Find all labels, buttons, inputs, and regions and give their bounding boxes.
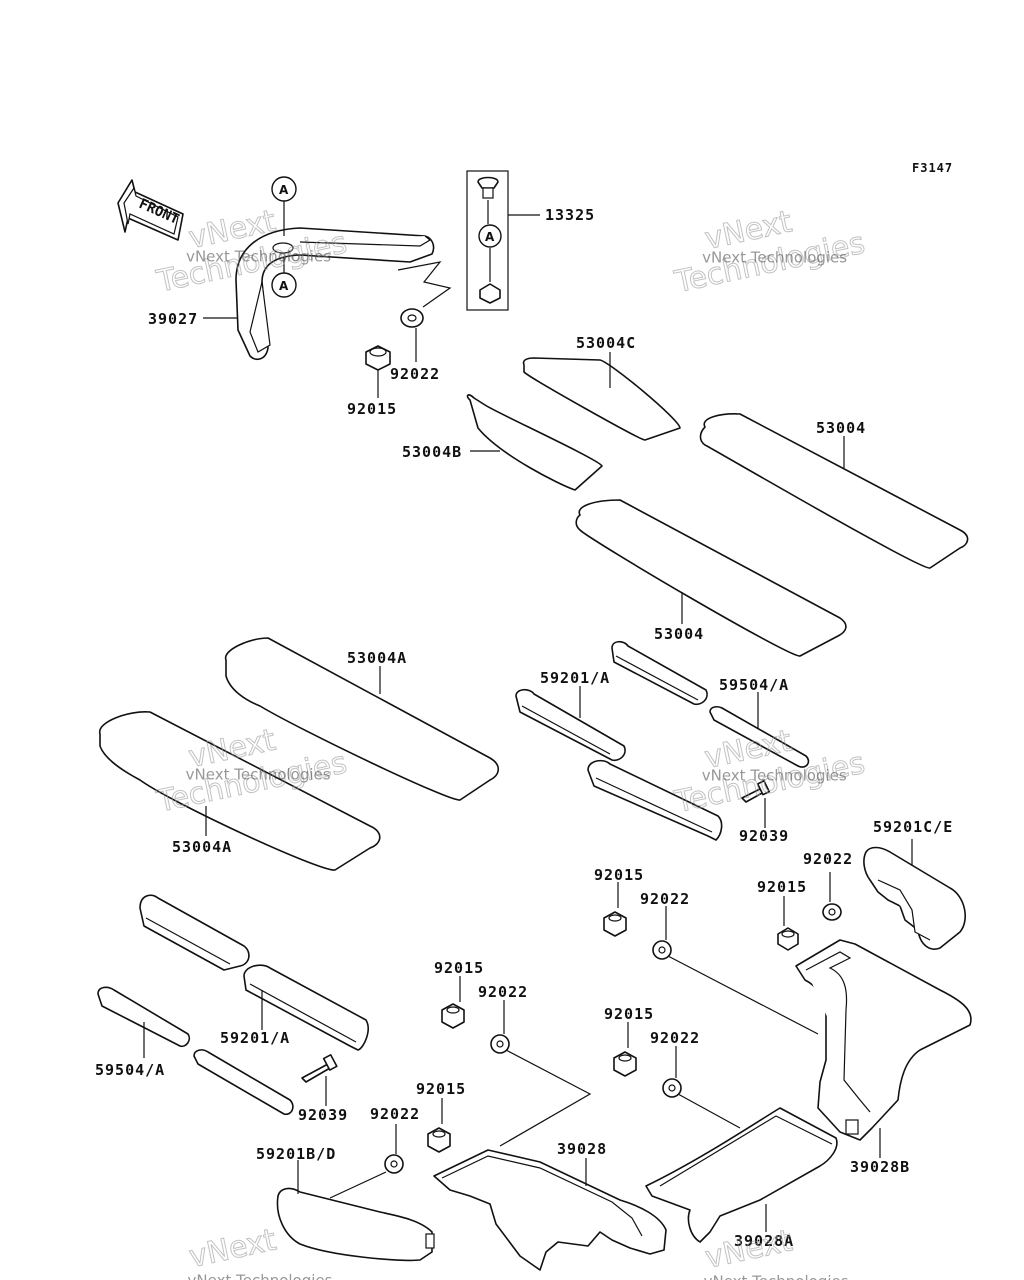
- label-92022-top: 92022: [390, 365, 440, 383]
- part-13325-set: A: [466, 170, 509, 311]
- label-92022-r1: 92022: [803, 850, 853, 868]
- label-39028A: 39028A: [734, 1232, 794, 1250]
- svg-text:vNext: vNext: [702, 1223, 795, 1276]
- bracket-39028A: [645, 1107, 838, 1243]
- label-92015-c2: 92015: [416, 1080, 466, 1098]
- channel-59201A-right-2: [611, 640, 708, 706]
- endcap-59201BD: [276, 1187, 435, 1262]
- label-92022-m2: 92022: [650, 1029, 700, 1047]
- svg-text:A: A: [279, 183, 289, 197]
- label-92015-c1: 92015: [434, 959, 484, 977]
- svg-text:vNext Technologies: vNext Technologies: [702, 767, 847, 785]
- label-92022-c1: 92022: [478, 983, 528, 1001]
- label-59504A-right: 59504/A: [719, 676, 789, 694]
- pin-92039-left: [301, 1054, 338, 1083]
- label-53004-mid: 53004: [654, 625, 704, 643]
- label-59201BD: 59201B/D: [256, 1145, 336, 1163]
- pin-92039-right: [741, 780, 771, 803]
- label-92022-m1: 92022: [640, 890, 690, 908]
- channel-59201A-left-1: [139, 894, 250, 971]
- bracket-39028B: [795, 939, 972, 1141]
- label-39027: 39027: [148, 310, 198, 328]
- front-arrow: FRONT: [117, 179, 184, 241]
- strip-59504A-left-2: [193, 1049, 294, 1116]
- strip-59504A-right: [709, 706, 810, 768]
- label-59201A-right: 59201/A: [540, 669, 610, 687]
- channel-59201A-left-2: [243, 964, 369, 1051]
- watermark-4: vNext Technologies vNext Technologies: [671, 723, 869, 821]
- svg-text:vNext Technologies: vNext Technologies: [188, 1272, 333, 1280]
- svg-text:vNext Technologies: vNext Technologies: [704, 1272, 849, 1280]
- label-59201CE: 59201C/E: [873, 818, 953, 836]
- nut-92015-c2: [427, 1127, 451, 1153]
- diagram-code: F3147: [912, 161, 953, 175]
- washer-92022-top: [400, 308, 424, 328]
- part-39027: [235, 227, 435, 361]
- svg-text:A: A: [279, 279, 289, 293]
- washer-92022-m2: [662, 1078, 682, 1098]
- pad-53004B: [466, 394, 603, 491]
- label-53004C: 53004C: [576, 334, 636, 352]
- label-39028B: 39028B: [850, 1158, 910, 1176]
- label-39028: 39028: [557, 1140, 607, 1158]
- washer-92022-m1: [652, 940, 672, 960]
- endcap-59201CE: [863, 846, 966, 950]
- pad-53004A-top: [225, 637, 500, 801]
- bracket-39028: [433, 1149, 667, 1271]
- svg-text:vNext Technologies: vNext Technologies: [186, 248, 331, 266]
- washer-92022-c2: [384, 1154, 404, 1174]
- label-53004B: 53004B: [402, 443, 462, 461]
- watermark-2: vNext Technologies vNext Technologies: [671, 204, 869, 301]
- nut-92015-c1: [441, 1003, 465, 1029]
- nut-92015-r1: [777, 927, 799, 951]
- washer-92022-r1: [822, 903, 842, 921]
- svg-text:A: A: [485, 230, 495, 244]
- washer-92022-c1: [490, 1034, 510, 1054]
- nut-92015-m2: [613, 1051, 637, 1077]
- channel-59201A-right-3: [587, 759, 723, 841]
- label-53004-right: 53004: [816, 419, 866, 437]
- label-92015-r1: 92015: [757, 878, 807, 896]
- ref-marker-a-2: A: [271, 258, 297, 298]
- label-53004A-top: 53004A: [347, 649, 407, 667]
- label-13325: 13325: [545, 206, 595, 224]
- svg-text:vNext Technologies: vNext Technologies: [702, 248, 847, 266]
- pad-53004-mid: [575, 499, 847, 657]
- watermark-6: vNext vNext Technologies: [702, 1223, 849, 1280]
- pad-53004A-bottom: [99, 711, 381, 871]
- label-92022-c2: 92022: [370, 1105, 420, 1123]
- channel-59201A-right-1: [515, 688, 626, 762]
- pad-53004C: [522, 357, 681, 441]
- label-92015-m2: 92015: [604, 1005, 654, 1023]
- nut-92015-m1: [603, 911, 627, 937]
- label-59504A-left: 59504/A: [95, 1061, 165, 1079]
- nut-92015-top: [365, 345, 391, 371]
- svg-text:vNext Technologies: vNext Technologies: [186, 766, 331, 784]
- ref-marker-a-1: A: [271, 176, 297, 236]
- svg-text:vNext: vNext: [186, 1223, 279, 1276]
- label-92015-top: 92015: [347, 400, 397, 418]
- label-92039-left: 92039: [298, 1106, 348, 1124]
- label-53004A-bottom: 53004A: [172, 838, 232, 856]
- label-59201A-left: 59201/A: [220, 1029, 290, 1047]
- strip-59504A-left-1: [97, 986, 191, 1048]
- label-92039-right: 92039: [739, 827, 789, 845]
- pad-53004-right: [699, 413, 969, 569]
- label-92015-m1: 92015: [594, 866, 644, 884]
